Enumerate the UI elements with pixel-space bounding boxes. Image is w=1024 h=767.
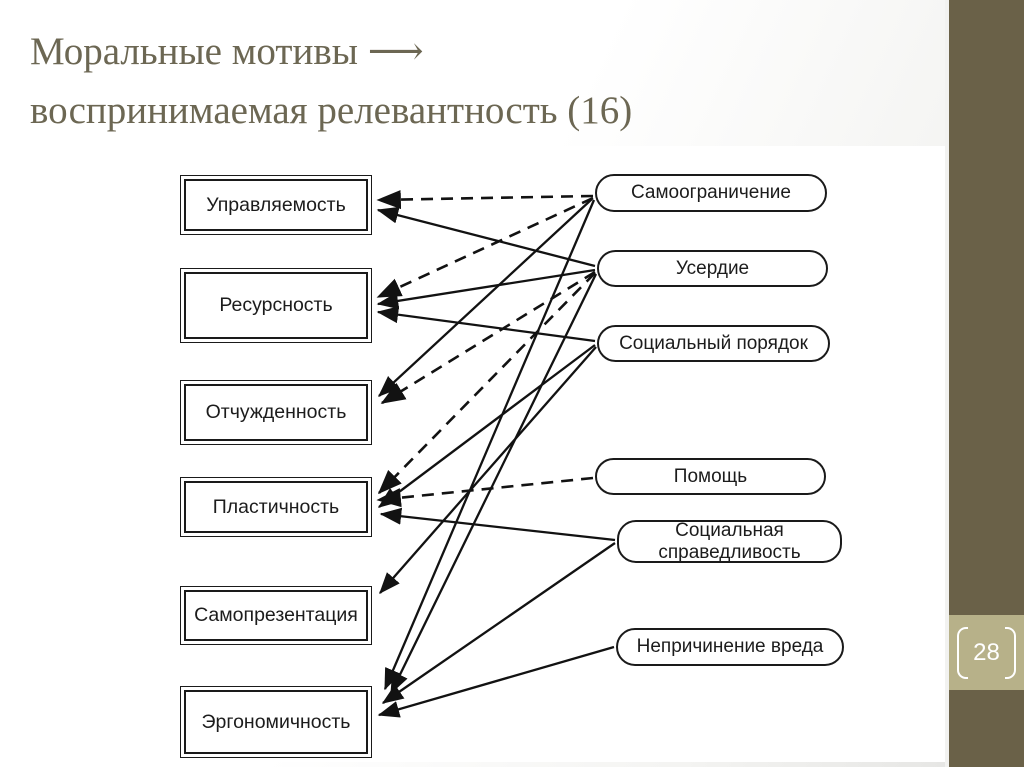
right-node-samoogranichenie: Самоограничение (595, 174, 827, 212)
left-node-label: Ресурсность (184, 272, 368, 339)
diagram-panel (112, 146, 946, 762)
left-node-upravlyaemost: Управляемость (180, 175, 372, 235)
left-node-label: Пластичность (184, 481, 368, 533)
left-node-otchuzhdennost: Отчужденность (180, 380, 372, 445)
page-number: 28 (973, 638, 1000, 666)
page-title: Моральные мотивы ⟶ воспринимаемая релева… (30, 22, 632, 141)
left-node-ergonomichnost: Эргономичность (180, 686, 372, 758)
right-node-userdie: Усердие (597, 250, 828, 287)
title-line-1: Моральные мотивы ⟶ (30, 30, 424, 73)
right-node-socspravedlivost: Социальная справедливость (617, 520, 842, 563)
right-node-pomosh: Помощь (595, 458, 826, 495)
bracket-left-icon (957, 626, 969, 679)
left-node-plastichnost: Пластичность (180, 477, 372, 537)
right-node-socporyadok: Социальный порядок (597, 325, 830, 362)
left-node-label: Самопрезентация (184, 590, 368, 641)
sidebar-strip: 28 (949, 0, 1024, 767)
left-node-label: Эргономичность (184, 690, 368, 754)
left-node-samoprezentaciya: Самопрезентация (180, 586, 372, 645)
title-line-2: воспринимаемая релевантность (16) (30, 89, 633, 133)
page-number-badge: 28 (949, 615, 1024, 690)
right-node-neprichinenie: Непричинение вреда (616, 628, 844, 666)
left-node-resursnost: Ресурсность (180, 268, 372, 343)
sidebar-divider (945, 0, 949, 767)
left-node-label: Отчужденность (184, 384, 368, 441)
left-node-label: Управляемость (184, 179, 368, 231)
bracket-right-icon (1004, 626, 1016, 679)
